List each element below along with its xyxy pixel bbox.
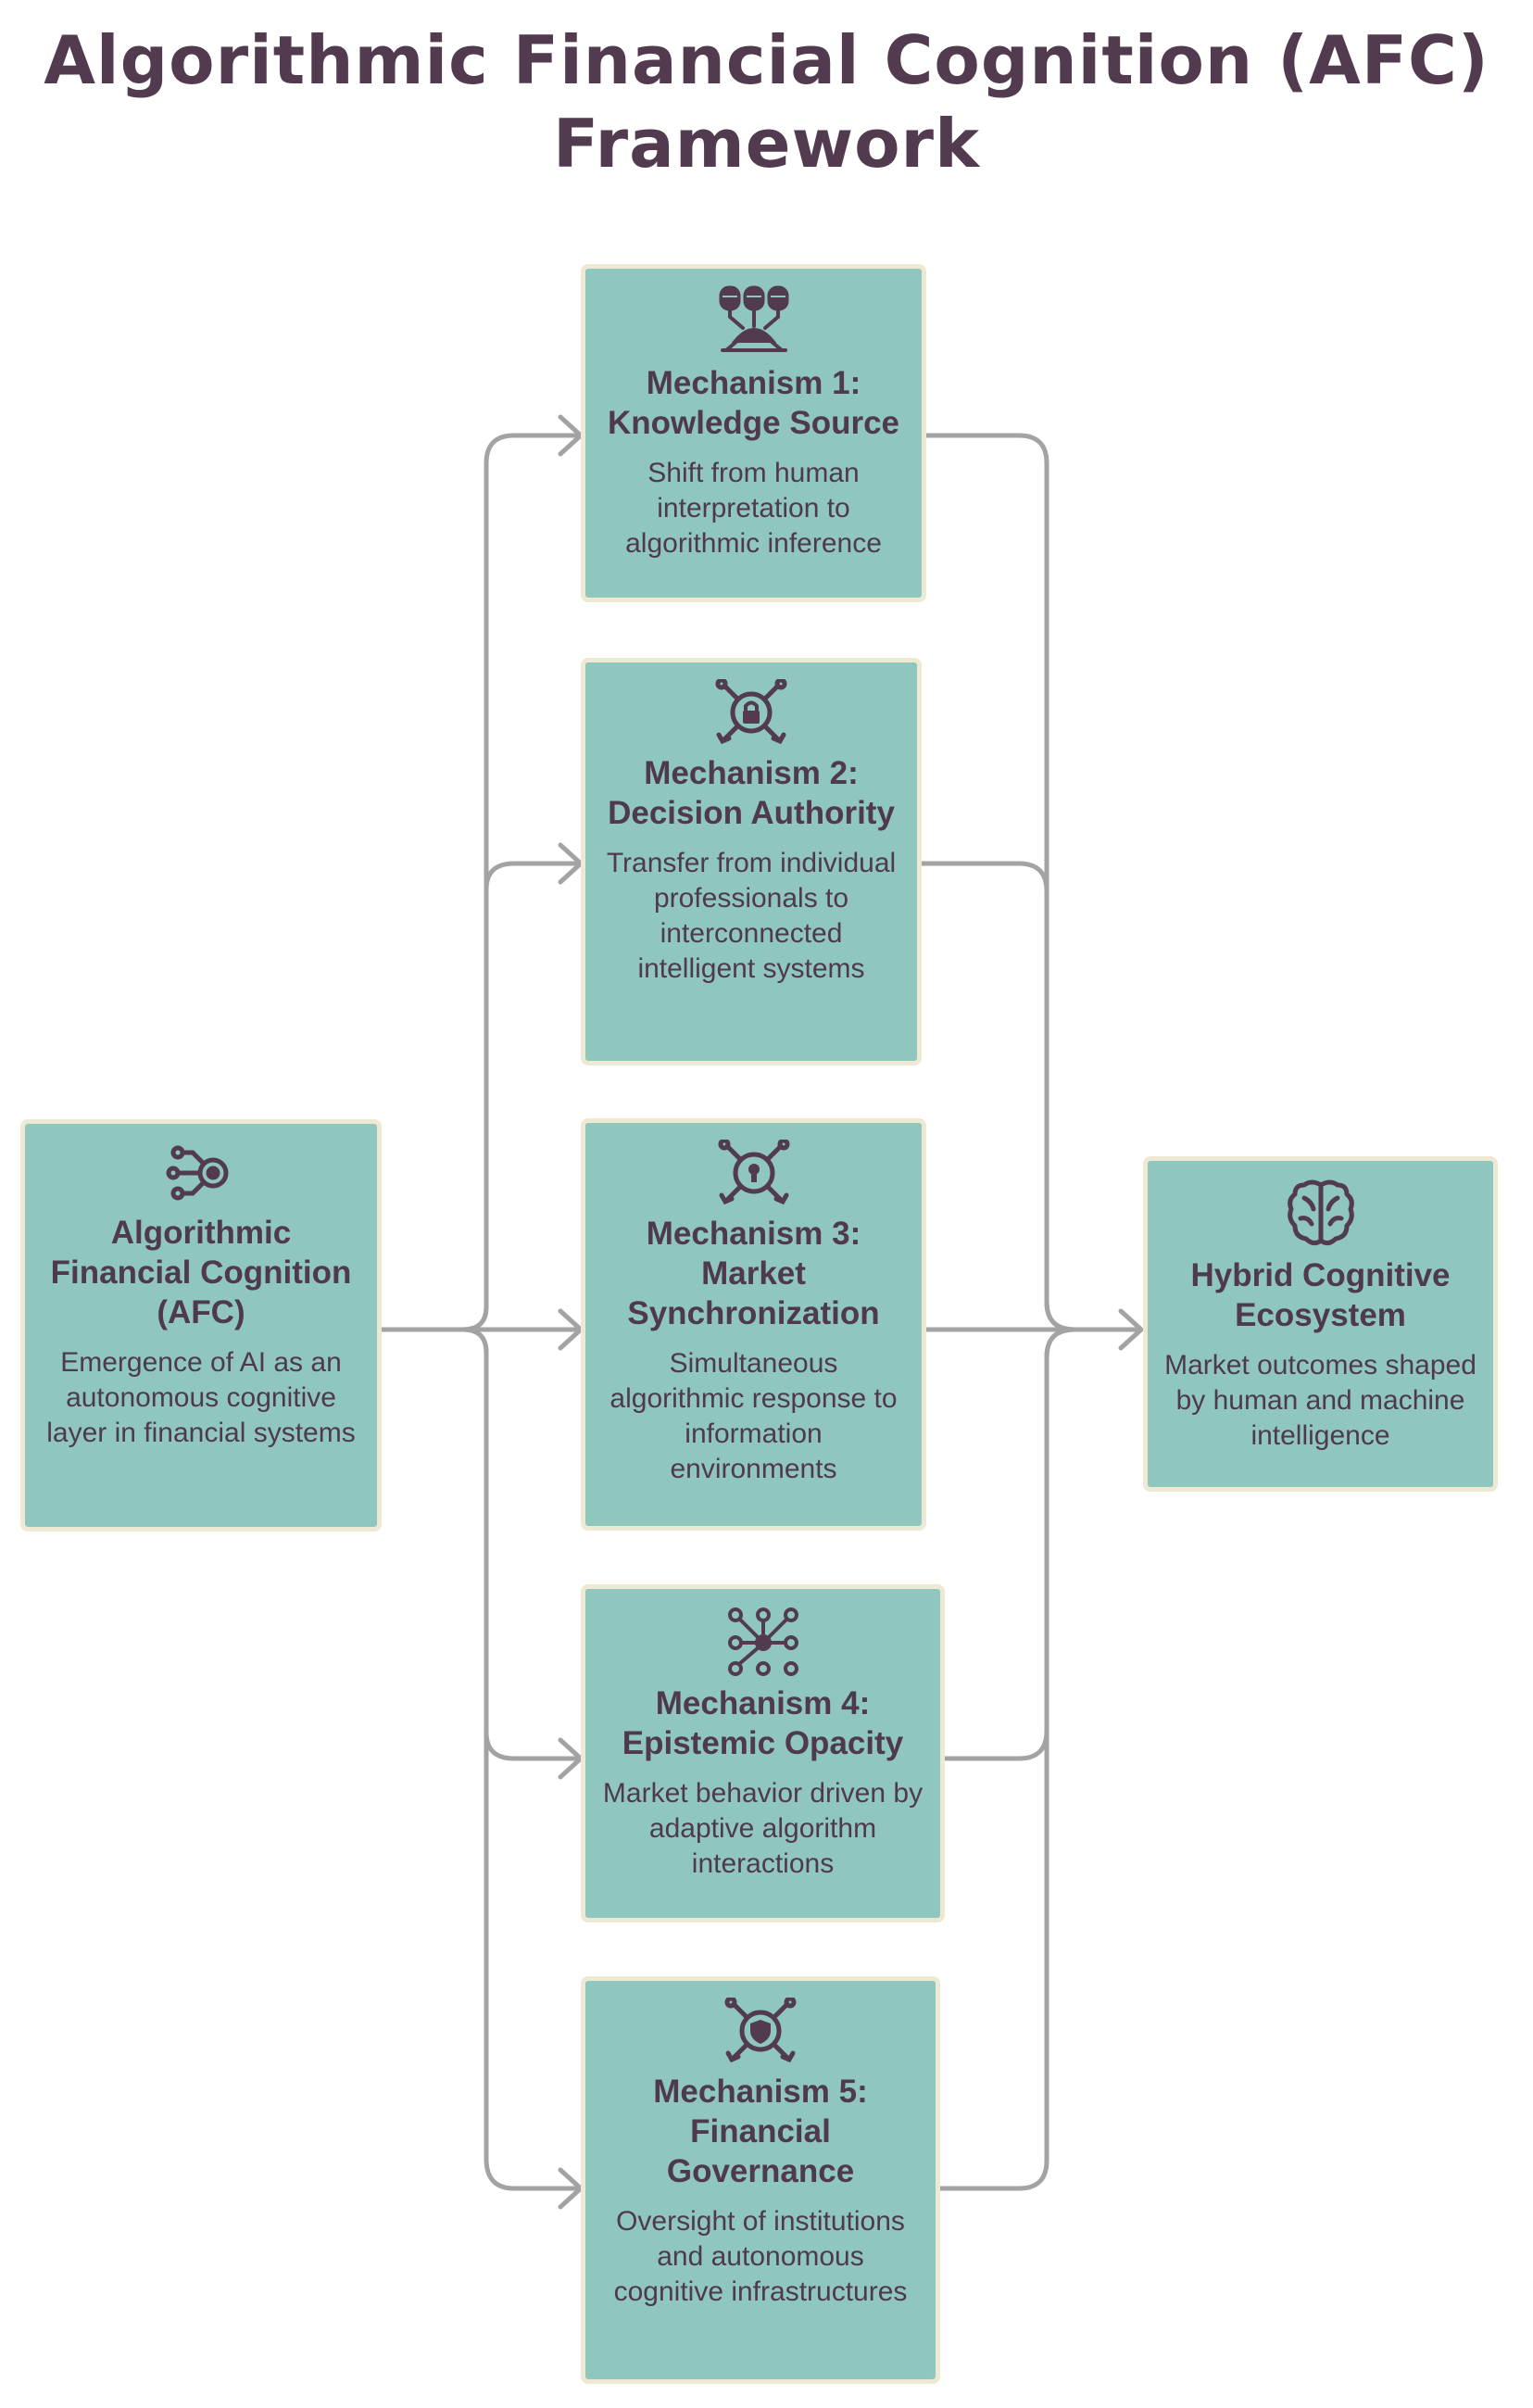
source-heading: Algorithmic Financial Cognition (AFC) bbox=[50, 1215, 352, 1330]
mechanism-2-heading: Mechanism 2: Decision Authority bbox=[608, 755, 895, 831]
mechanism-5-box: Mechanism 5: Financial Governance Oversi… bbox=[581, 1976, 940, 2384]
mechanism-3-box: Mechanism 3: Market Synchronization Simu… bbox=[581, 1118, 926, 1531]
mechanism-3-heading: Mechanism 3: Market Synchronization bbox=[627, 1216, 880, 1331]
mechanism-4-heading: Mechanism 4: Epistemic Opacity bbox=[622, 1685, 904, 1761]
mechanism-1-heading: Mechanism 1: Knowledge Source bbox=[607, 365, 900, 441]
mechanism-1-box: Mechanism 1: Knowledge Source Shift from… bbox=[581, 264, 926, 602]
shield-network-icon bbox=[724, 1998, 797, 2063]
connector-to-m4 bbox=[460, 1327, 582, 1761]
source-box: Algorithmic Financial Cognition (AFC) Em… bbox=[20, 1119, 382, 1532]
connector-to-m5 bbox=[460, 1327, 582, 2191]
connector-from-m2 bbox=[919, 861, 1077, 1332]
mechanism-1-description: Shift from human interpretation to algor… bbox=[625, 458, 882, 559]
mechanism-4-box: Mechanism 4: Epistemic Opacity Market be… bbox=[581, 1584, 945, 1923]
connector-from-m5 bbox=[937, 1327, 1077, 2191]
page-title: Algorithmic Financial Cognition (AFC) Fr… bbox=[0, 19, 1533, 185]
mechanism-2-description: Transfer from individual professionals t… bbox=[606, 848, 897, 984]
node-graph-icon bbox=[727, 1607, 798, 1676]
mechanism-4-description: Market behavior driven by adaptive algor… bbox=[602, 1778, 924, 1879]
database-icon bbox=[719, 285, 788, 352]
mechanism-3-description: Simultaneous algorithmic response to inf… bbox=[609, 1348, 898, 1484]
title-line-2: Framework bbox=[553, 105, 980, 183]
source-description: Emergence of AI as an autonomous cogniti… bbox=[46, 1347, 356, 1448]
outcome-description: Market outcomes shaped by human and mach… bbox=[1164, 1350, 1476, 1451]
outcome-box: Hybrid Cognitive Ecosystem Market outcom… bbox=[1143, 1156, 1498, 1492]
arrowhead-outcome bbox=[1118, 1308, 1144, 1351]
title-line-1: Algorithmic Financial Cognition (AFC) bbox=[44, 21, 1489, 99]
connector-to-m2 bbox=[460, 861, 582, 1332]
connector-from-m1 bbox=[924, 433, 1077, 1332]
mechanism-5-description: Oversight of institutions and autonomous… bbox=[613, 2206, 908, 2307]
network-node-icon bbox=[166, 1145, 229, 1201]
connector-from-m4 bbox=[942, 1327, 1077, 1761]
brain-icon bbox=[1287, 1179, 1354, 1246]
mechanism-5-heading: Mechanism 5: Financial Governance bbox=[653, 2074, 868, 2189]
outcome-heading: Hybrid Cognitive Ecosystem bbox=[1190, 1257, 1451, 1333]
mechanism-2-box: Mechanism 2: Decision Authority Transfer… bbox=[581, 658, 922, 1065]
keyhole-network-icon bbox=[718, 1140, 789, 1205]
lock-network-icon bbox=[715, 679, 787, 745]
